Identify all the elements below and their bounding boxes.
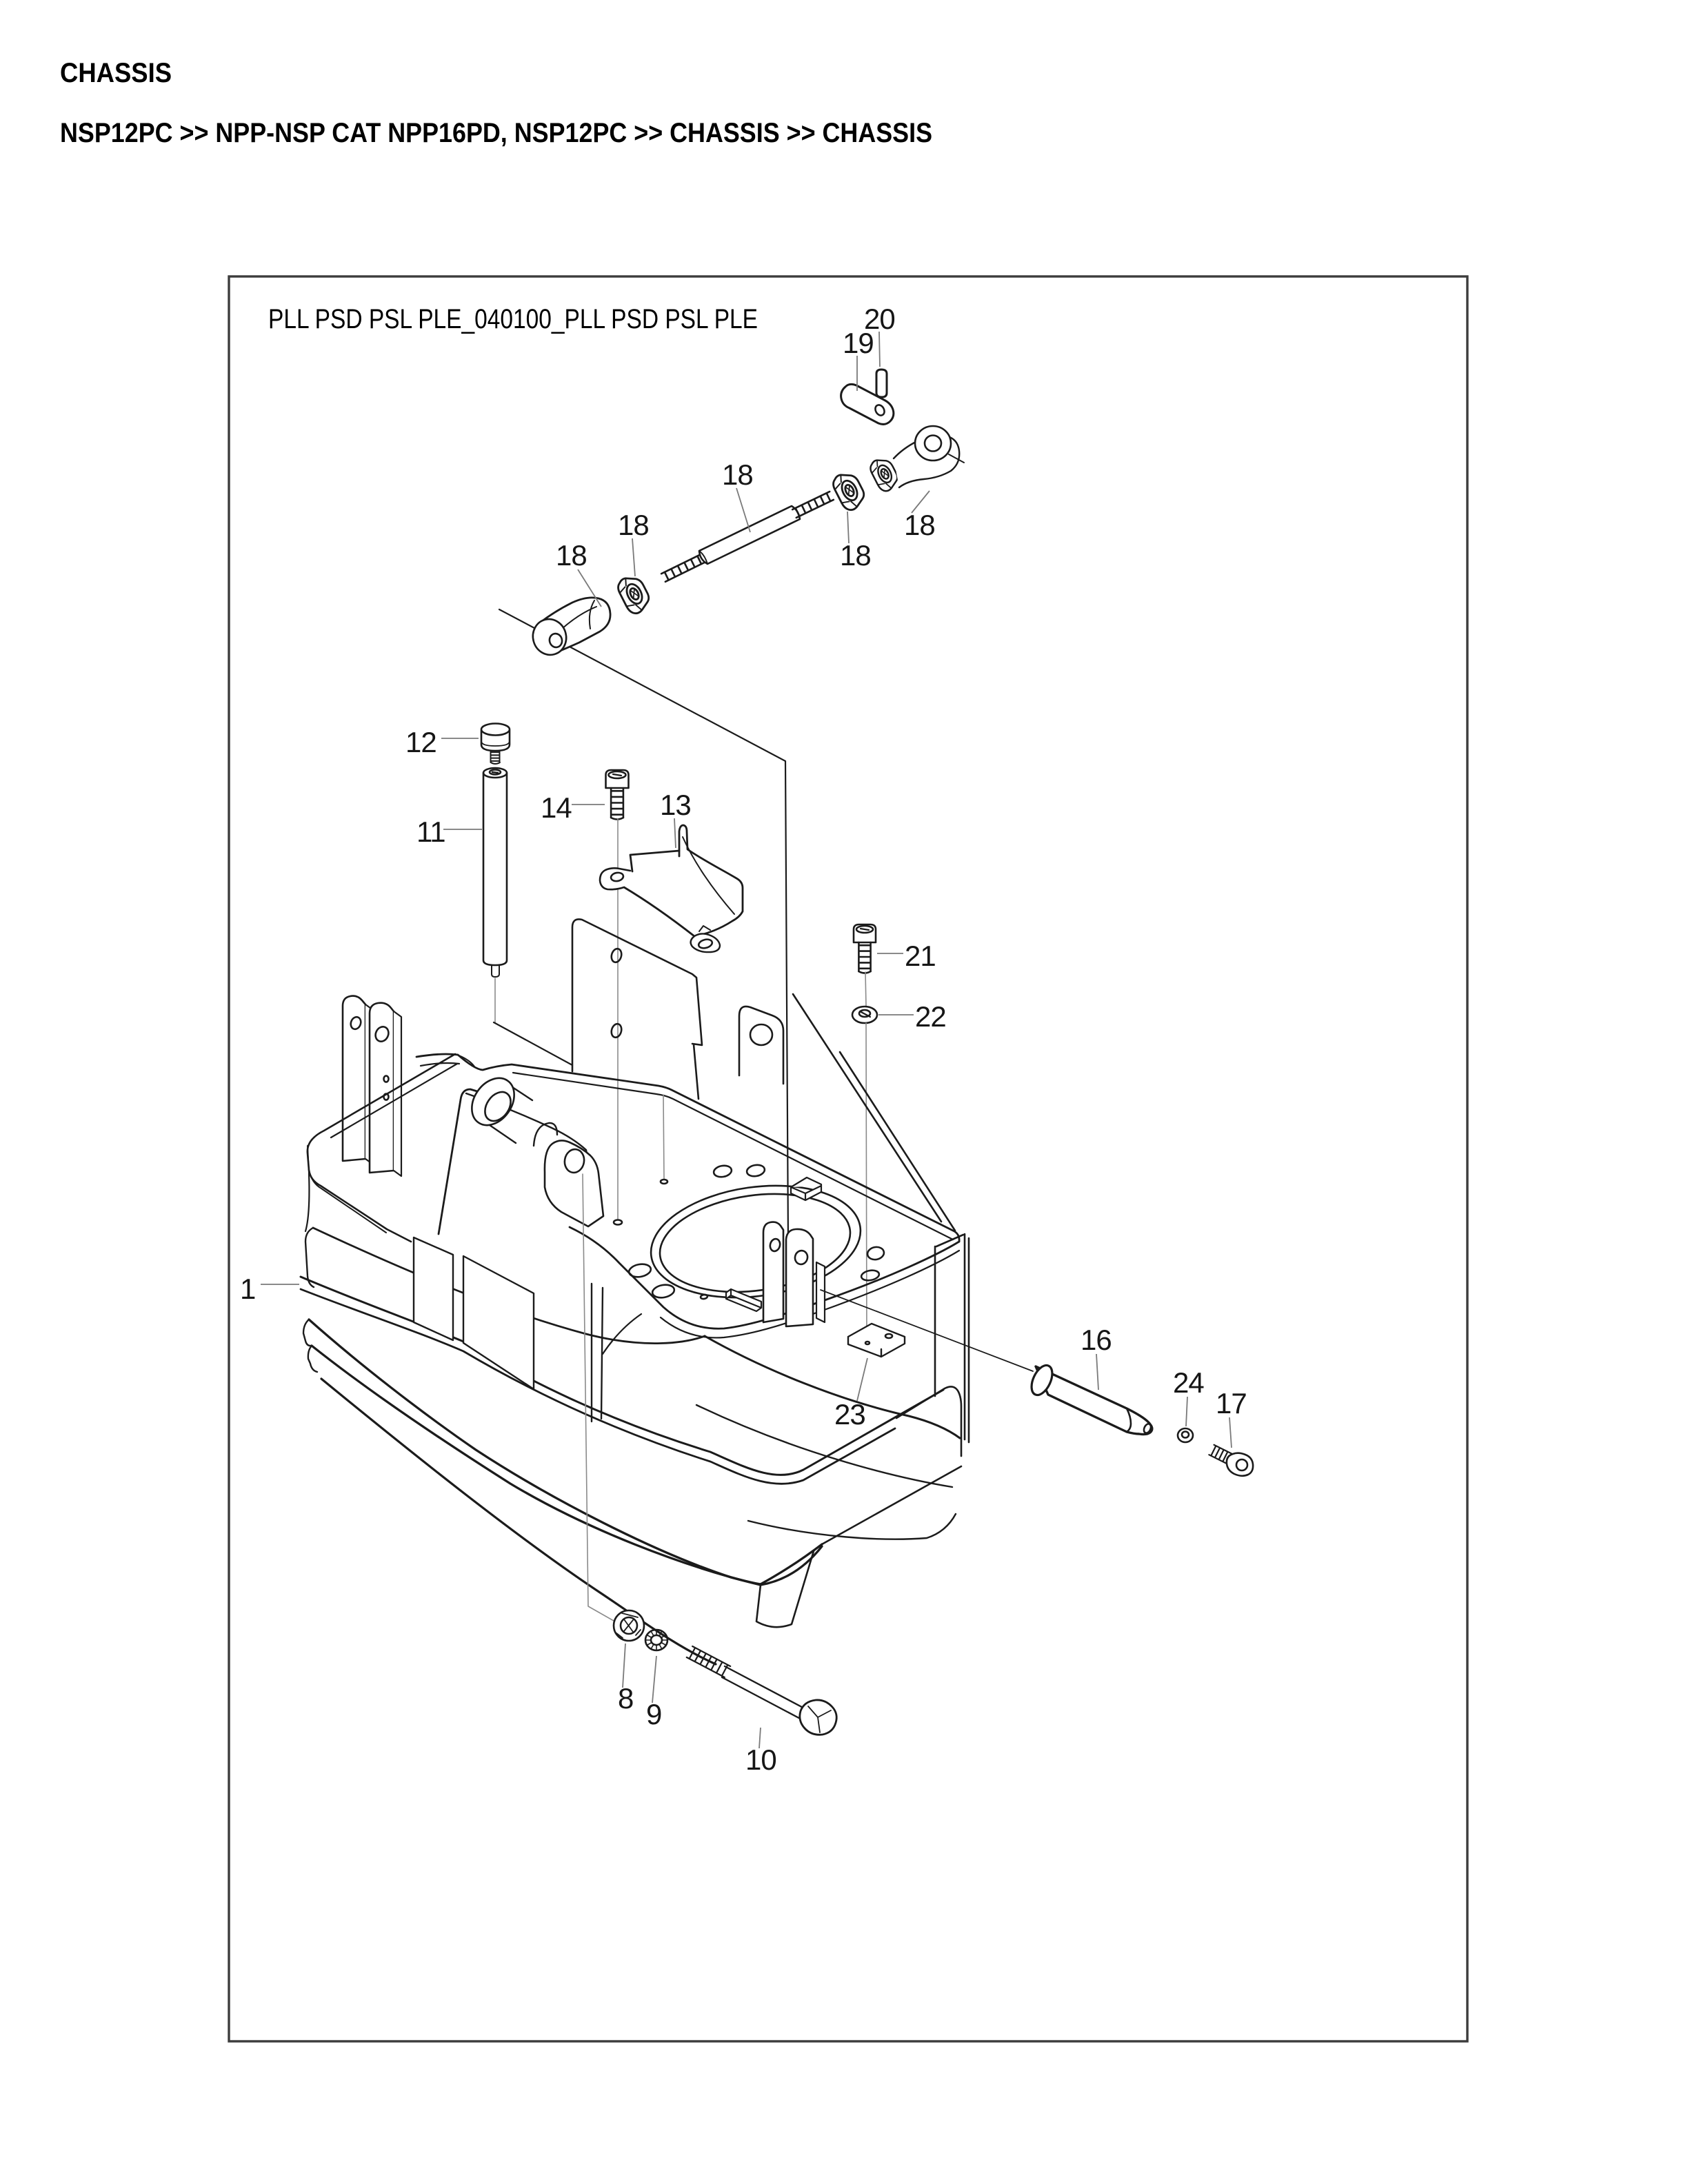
svg-text:PLL PSD PSL PLE_040100_PLL PSD: PLL PSD PSL PLE_040100_PLL PSD PSL PLE — [268, 304, 758, 334]
svg-text:19: 19 — [843, 327, 874, 359]
svg-text:14: 14 — [541, 791, 572, 824]
svg-text:1: 1 — [240, 1273, 255, 1305]
svg-text:24: 24 — [1173, 1366, 1204, 1399]
svg-text:9: 9 — [646, 1698, 661, 1730]
svg-text:NSP12PC >> NPP-NSP CAT NPP16PD: NSP12PC >> NPP-NSP CAT NPP16PD, NSP12PC … — [60, 118, 932, 148]
svg-text:18: 18 — [722, 458, 753, 491]
svg-text:22: 22 — [915, 1000, 946, 1033]
svg-text:20: 20 — [864, 303, 895, 335]
svg-text:18: 18 — [618, 509, 649, 541]
svg-text:12: 12 — [405, 726, 436, 758]
svg-text:18: 18 — [556, 539, 587, 572]
svg-text:11: 11 — [416, 816, 445, 848]
svg-text:8: 8 — [618, 1682, 633, 1715]
svg-text:21: 21 — [905, 940, 936, 972]
svg-text:18: 18 — [904, 509, 935, 541]
svg-text:17: 17 — [1216, 1387, 1247, 1419]
svg-text:CHASSIS: CHASSIS — [60, 58, 172, 88]
svg-text:13: 13 — [660, 789, 691, 821]
svg-text:18: 18 — [840, 539, 871, 572]
svg-text:10: 10 — [745, 1743, 776, 1776]
svg-text:16: 16 — [1081, 1324, 1112, 1356]
svg-text:23: 23 — [834, 1398, 865, 1430]
